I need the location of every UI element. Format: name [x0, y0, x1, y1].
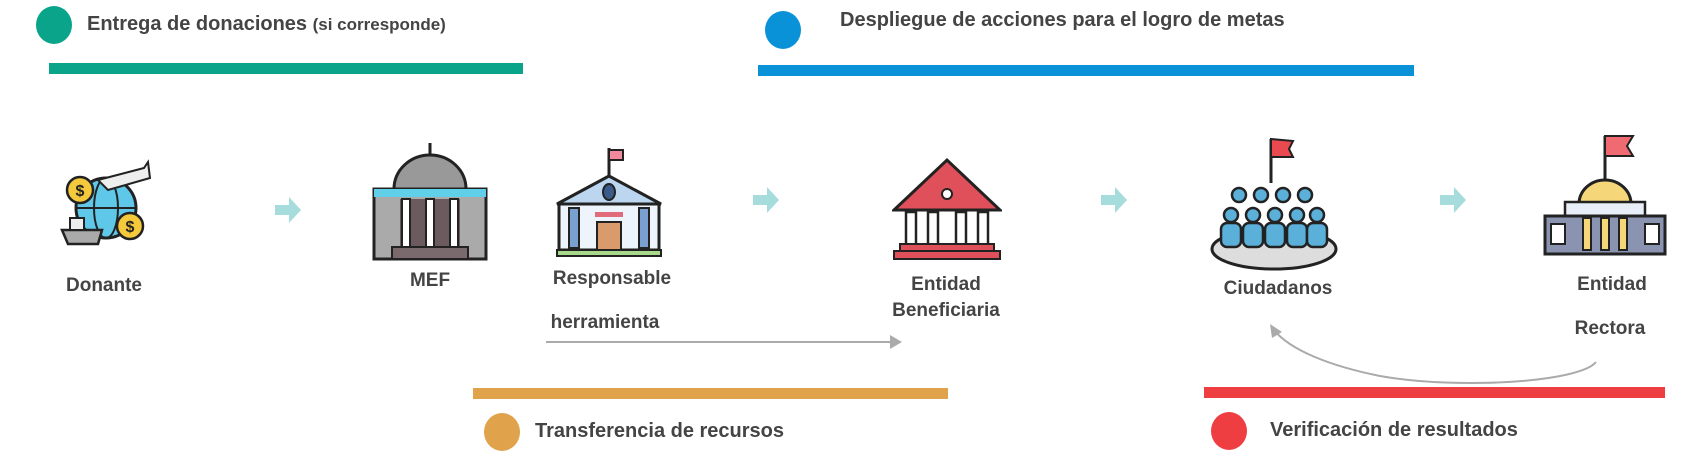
ciudadanos-label: Ciudadanos — [1223, 278, 1333, 299]
actions-phase-dot — [765, 11, 801, 49]
donante-label: Donante — [66, 275, 142, 296]
donations-phase-dot — [36, 6, 72, 44]
institution-building-icon — [556, 148, 662, 257]
svg-text:$: $ — [126, 219, 135, 236]
flow-arrow-icon — [753, 187, 779, 213]
actions-phase-bar — [758, 65, 1414, 76]
beneficiaria-label: Entidad — [911, 274, 981, 295]
transfer-phase-title: Transferencia de recursos — [535, 420, 785, 442]
donations-phase-bar — [49, 63, 523, 74]
rectora-label: Entidad — [1577, 274, 1647, 295]
globe-donation-icon: $ $ — [60, 159, 152, 246]
capitol-building-icon — [1543, 135, 1667, 256]
svg-text:$: $ — [76, 183, 85, 200]
actions-phase-title: Despliegue de acciones para el logro de … — [840, 9, 1285, 31]
mef-label: MEF — [409, 270, 451, 291]
flow-arrow-icon — [275, 197, 301, 223]
verification-phase-title: Verificación de resultados — [1270, 419, 1518, 441]
verification-phase-dot — [1211, 412, 1247, 450]
flow-arrow-icon — [1440, 187, 1466, 213]
verification-phase-bar — [1204, 387, 1665, 398]
verification-return-arrow — [1270, 324, 1597, 384]
citizens-crowd-icon — [1210, 137, 1338, 271]
transfer-connector-arrow — [546, 335, 902, 349]
transfer-phase-dot — [484, 413, 520, 451]
responsable-label-2: herramienta — [550, 312, 660, 333]
flow-arrow-icon — [1101, 187, 1127, 213]
donations-phase-title-text: Entrega de donaciones — [87, 13, 308, 35]
donations-phase-title: Entrega de donaciones (si corresponde) — [87, 13, 446, 36]
donations-phase-note: (si corresponde) — [312, 15, 446, 34]
beneficiaria-label-2: Beneficiaria — [892, 300, 1000, 321]
dome-building-icon — [372, 143, 488, 261]
responsable-label: Responsable — [552, 268, 672, 289]
rectora-label-2: Rectora — [1574, 318, 1646, 339]
transfer-phase-bar — [473, 388, 948, 399]
bank-building-icon — [892, 157, 1002, 260]
